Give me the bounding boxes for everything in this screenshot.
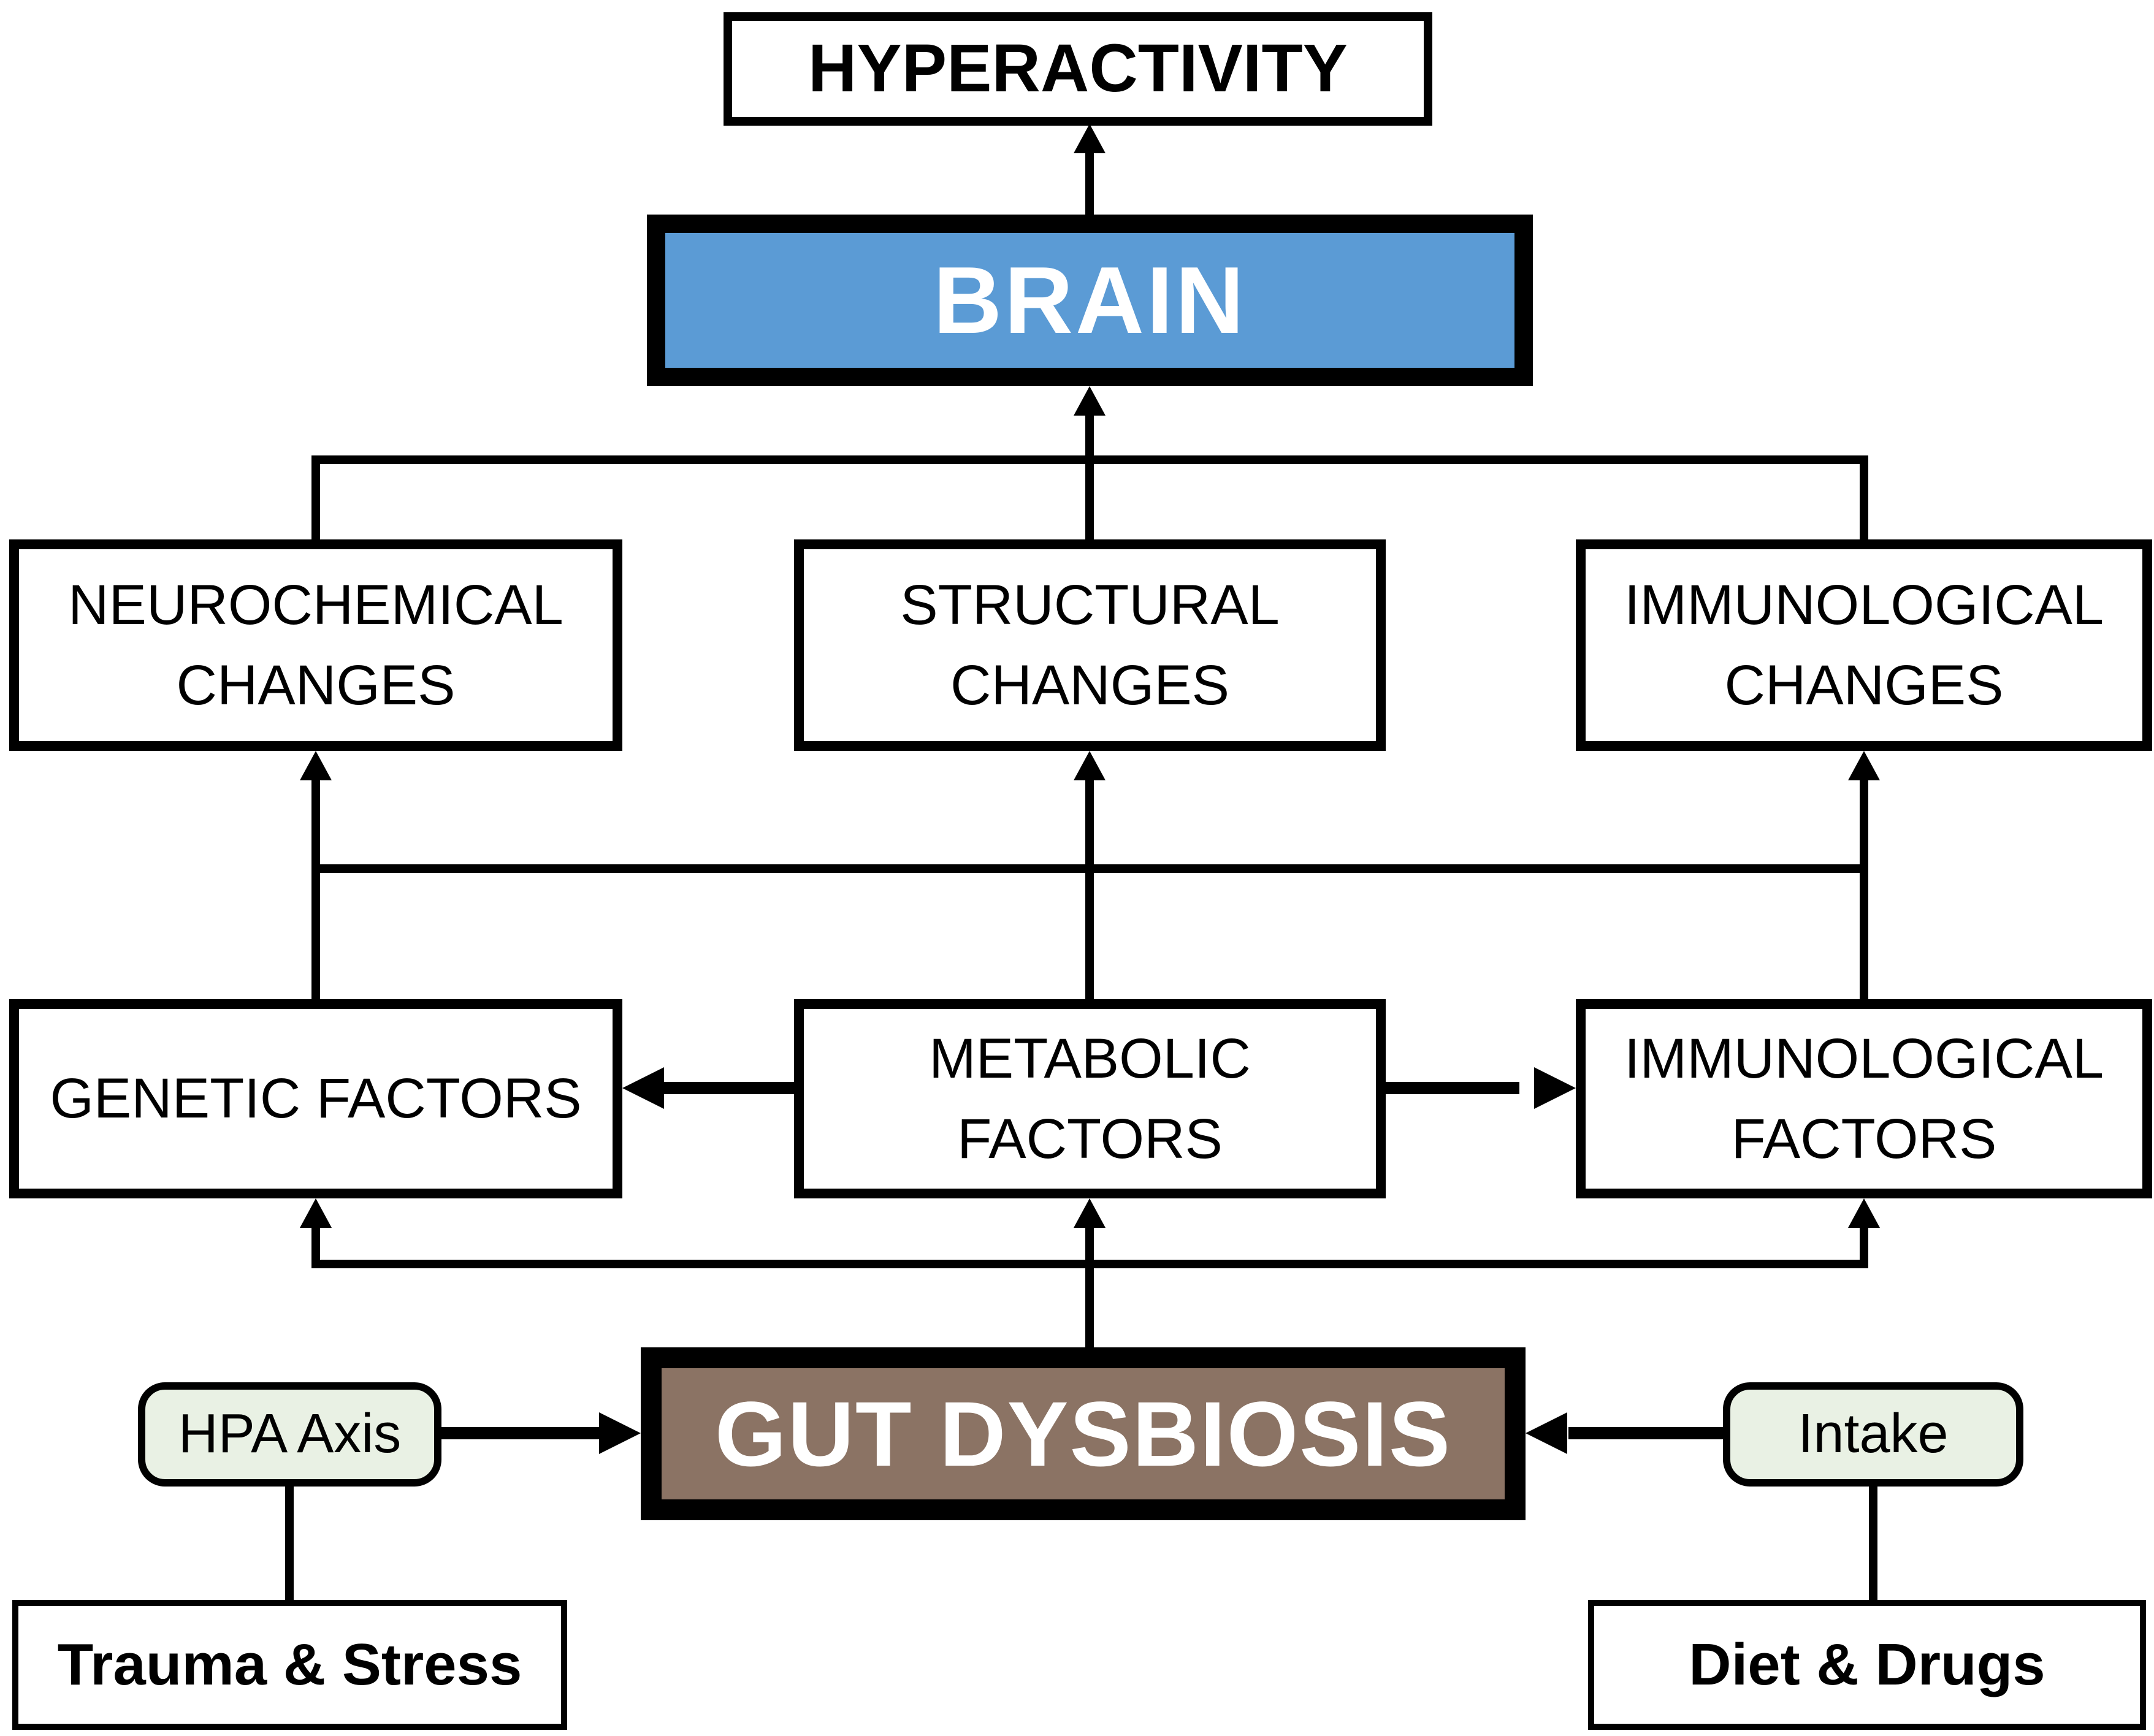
arrowhead-up-hyperactivity-icon — [1074, 124, 1106, 153]
node-trauma-stress-label: Trauma & Stress — [57, 1631, 522, 1697]
node-immunological-changes-label: IMMUNOLOGICAL CHANGES — [1624, 573, 2104, 717]
edge-metabolic-to-structural-line — [1085, 772, 1094, 999]
node-neurochemical-changes: NEUROCHEMICAL CHANGES — [9, 539, 622, 751]
node-neurochemical-changes-label: NEUROCHEMICAL CHANGES — [68, 573, 563, 717]
node-hyperactivity-label: HYPERACTIVITY — [808, 31, 1348, 107]
node-metabolic-factors: METABOLIC FACTORS — [794, 999, 1386, 1198]
node-hyperactivity: HYPERACTIVITY — [724, 12, 1432, 126]
arrowhead-up-immunological-factors-icon — [1848, 1198, 1880, 1228]
edge-factors-crossbar-line — [311, 864, 1868, 873]
node-immunological-factors: IMMUNOLOGICAL FACTORS — [1576, 999, 2152, 1198]
node-intake-label: Intake — [1798, 1403, 1949, 1465]
node-immunological-changes: IMMUNOLOGICAL CHANGES — [1576, 539, 2152, 751]
arrowhead-up-brain-icon — [1074, 386, 1106, 416]
edge-gut-horizontal-line — [311, 1260, 1868, 1268]
node-gut-dysbiosis-label: GUT DYSBIOSIS — [714, 1382, 1452, 1485]
arrowhead-right-gut-icon — [599, 1412, 641, 1454]
node-structural-changes-label: STRUCTURAL CHANGES — [900, 573, 1280, 717]
edge-trauma-to-hpa-line — [285, 1487, 294, 1600]
arrowhead-right-immunological-factors-icon — [1534, 1067, 1576, 1109]
node-immunological-factors-label: IMMUNOLOGICAL FACTORS — [1624, 1027, 2104, 1170]
node-metabolic-factors-label: METABOLIC FACTORS — [929, 1027, 1251, 1170]
edge-changes-to-brain-line — [1085, 409, 1094, 459]
edge-intake-to-gut-line — [1568, 1427, 1723, 1439]
node-hpa-axis: HPA Axis — [138, 1382, 441, 1487]
edge-diet-to-intake-line — [1869, 1487, 1877, 1600]
edge-gut-to-genetic-line — [311, 1220, 320, 1268]
edge-hpa-to-gut-line — [441, 1427, 604, 1439]
edge-metabolic-to-immunological-line — [1386, 1082, 1519, 1094]
arrowhead-left-genetic-icon — [622, 1067, 664, 1109]
node-gut-dysbiosis: GUT DYSBIOSIS — [641, 1347, 1526, 1520]
edge-gut-to-immunofactors-line — [1860, 1220, 1868, 1268]
edge-genetic-to-neurochemical-line — [311, 772, 320, 999]
edge-metabolic-to-genetic-line — [660, 1082, 794, 1094]
arrowhead-left-gut-icon — [1526, 1412, 1567, 1454]
node-hpa-axis-label: HPA Axis — [178, 1403, 402, 1465]
edge-immunological-changes-branch-line — [1860, 455, 1868, 539]
node-genetic-factors-label: GENETIC FACTORS — [50, 1067, 582, 1130]
node-intake: Intake — [1723, 1382, 2023, 1487]
edge-brain-to-hyperactivity-line — [1085, 147, 1094, 216]
edge-immunofactors-to-immunochanges-line — [1860, 772, 1868, 999]
edge-gut-to-metabolic-line — [1085, 1220, 1094, 1347]
node-structural-changes: STRUCTURAL CHANGES — [794, 539, 1386, 751]
node-genetic-factors: GENETIC FACTORS — [9, 999, 622, 1198]
arrowhead-up-neurochemical-icon — [300, 751, 332, 780]
node-diet-drugs: Diet & Drugs — [1588, 1600, 2146, 1730]
edge-structural-branch-line — [1085, 455, 1094, 539]
arrowhead-up-structural-icon — [1074, 751, 1106, 780]
node-brain: BRAIN — [647, 215, 1533, 386]
arrowhead-up-genetic-icon — [300, 1198, 332, 1228]
arrowhead-up-immunological-changes-icon — [1848, 751, 1880, 780]
node-diet-drugs-label: Diet & Drugs — [1689, 1631, 2045, 1697]
edge-neurochemical-branch-line — [311, 455, 320, 539]
arrowhead-up-metabolic-icon — [1074, 1198, 1106, 1228]
node-brain-label: BRAIN — [933, 246, 1247, 353]
node-trauma-stress: Trauma & Stress — [12, 1600, 567, 1730]
